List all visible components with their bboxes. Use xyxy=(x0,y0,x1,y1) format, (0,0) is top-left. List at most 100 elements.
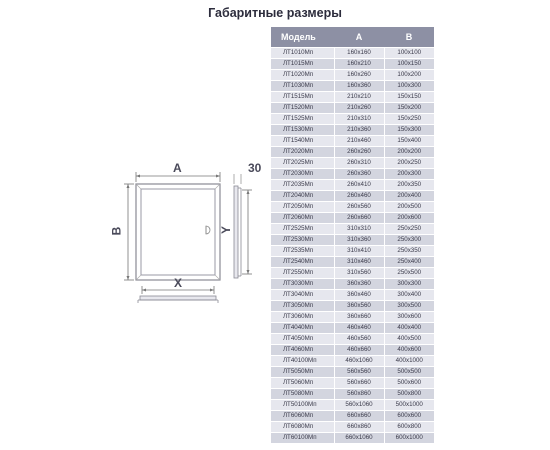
cell-model: ЛТ5080Мп xyxy=(271,388,334,400)
cell-a: 260x460 xyxy=(333,190,384,202)
cell-a: 660x660 xyxy=(333,410,384,422)
cell-a: 260x260 xyxy=(333,146,384,158)
cell-a: 210x460 xyxy=(333,135,384,147)
cell-model: ЛТ2025Мп xyxy=(271,157,334,169)
cell-model: ЛТ2030Мп xyxy=(271,168,334,180)
cell-model: ЛТ1530Мп xyxy=(271,124,334,136)
cell-b: 250x350 xyxy=(383,245,434,257)
cell-b: 500x800 xyxy=(383,388,434,400)
cell-b: 400x400 xyxy=(383,322,434,334)
cell-b: 600x600 xyxy=(383,410,434,422)
cell-a: 210x360 xyxy=(333,124,384,136)
cell-model: ЛТ2020Мп xyxy=(271,146,334,158)
cell-a: 460x460 xyxy=(333,322,384,334)
cell-model: ЛТ1520Мп xyxy=(271,102,334,114)
cell-model: ЛТ1015Мп xyxy=(271,58,334,70)
label-y: Y xyxy=(219,225,234,235)
cell-a: 260x310 xyxy=(333,157,384,169)
cell-b: 150x250 xyxy=(383,113,434,125)
cell-b: 100x100 xyxy=(383,47,434,59)
cell-a: 560x660 xyxy=(333,377,384,389)
cell-b: 400x1000 xyxy=(383,355,434,367)
cell-a: 560x860 xyxy=(333,388,384,400)
cell-model: ЛТ40100Мп xyxy=(271,355,334,367)
cell-b: 300x300 xyxy=(383,278,434,290)
label-a: A xyxy=(173,161,182,175)
header-a: A xyxy=(334,27,384,48)
cell-b: 250x300 xyxy=(383,234,434,246)
cell-a: 560x1060 xyxy=(333,399,384,411)
cell-model: ЛТ1515Мп xyxy=(271,91,334,103)
cell-model: ЛТ4040Мп xyxy=(271,322,334,334)
cell-a: 660x1060 xyxy=(333,432,384,444)
cell-a: 360x360 xyxy=(333,278,384,290)
cell-b: 100x150 xyxy=(383,58,434,70)
cell-model: ЛТ3050Мп xyxy=(271,300,334,312)
cell-b: 200x300 xyxy=(383,168,434,180)
cell-b: 200x200 xyxy=(383,146,434,158)
cell-b: 100x200 xyxy=(383,69,434,81)
cell-model: ЛТ3030Мп xyxy=(271,278,334,290)
cell-b: 150x300 xyxy=(383,124,434,136)
cell-b: 500x1000 xyxy=(383,399,434,411)
cell-b: 300x400 xyxy=(383,289,434,301)
cell-model: ЛТ2540Мп xyxy=(271,256,334,268)
cell-b: 100x300 xyxy=(383,80,434,92)
cell-model: ЛТ2535Мп xyxy=(271,245,334,257)
cell-a: 160x260 xyxy=(333,69,384,81)
cell-model: ЛТ2525Мп xyxy=(271,223,334,235)
cell-b: 200x250 xyxy=(383,157,434,169)
label-depth: 30 xyxy=(248,161,262,175)
cell-b: 500x600 xyxy=(383,377,434,389)
cell-b: 400x500 xyxy=(383,333,434,345)
cell-a: 310x460 xyxy=(333,256,384,268)
cell-a: 210x310 xyxy=(333,113,384,125)
page-title: Габаритные размеры xyxy=(208,6,342,20)
cell-a: 310x410 xyxy=(333,245,384,257)
cell-model: ЛТ2530Мп xyxy=(271,234,334,246)
cell-b: 500x500 xyxy=(383,366,434,378)
cell-b: 150x200 xyxy=(383,102,434,114)
cell-a: 260x360 xyxy=(333,168,384,180)
cell-b: 300x500 xyxy=(383,300,434,312)
cell-b: 300x600 xyxy=(383,311,434,323)
header-model: Модель xyxy=(271,27,334,48)
cell-b: 150x400 xyxy=(383,135,434,147)
cell-model: ЛТ1525Мп xyxy=(271,113,334,125)
cell-a: 660x860 xyxy=(333,421,384,433)
cell-b: 600x1000 xyxy=(383,432,434,444)
cell-model: ЛТ2550Мп xyxy=(271,267,334,279)
cell-a: 460x660 xyxy=(333,344,384,356)
cell-a: 210x260 xyxy=(333,102,384,114)
cell-model: ЛТ3040Мп xyxy=(271,289,334,301)
table-header-row: Модель A B xyxy=(271,27,434,48)
